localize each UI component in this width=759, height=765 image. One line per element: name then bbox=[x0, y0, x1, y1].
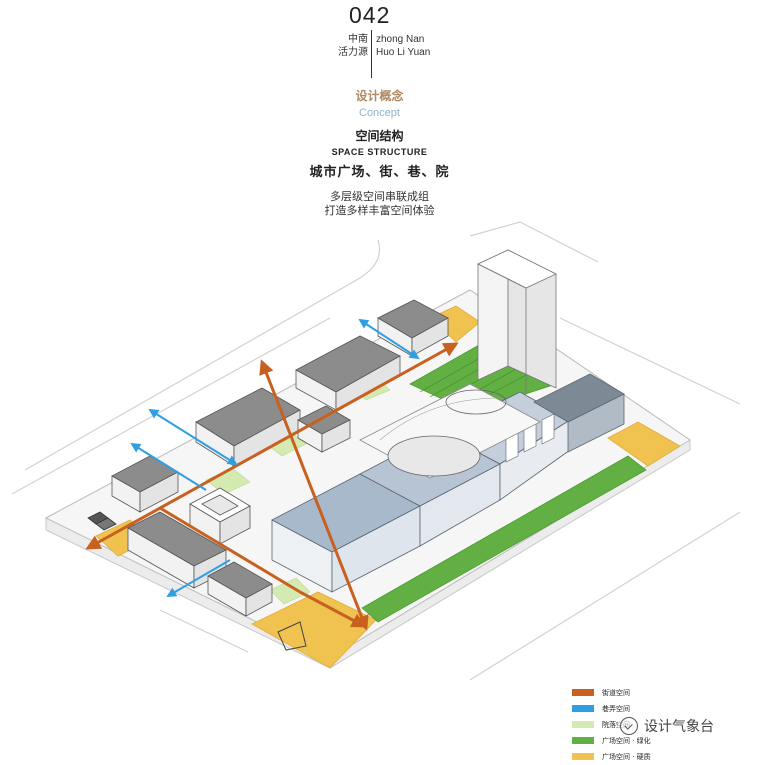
description-line2: 打造多样丰富空间体验 bbox=[324, 204, 435, 217]
lane-axis-1 bbox=[358, 318, 420, 360]
legend-item-courtyard: 院落空间 bbox=[572, 717, 651, 732]
sunken-court-oval bbox=[387, 435, 481, 477]
road-edge-south bbox=[469, 511, 741, 681]
legend-swatch bbox=[572, 753, 594, 760]
concept-title-en: Concept bbox=[359, 107, 400, 119]
title-divider bbox=[371, 30, 372, 78]
legend-item-hard-plaza: 广场空间 · 硬质 bbox=[572, 749, 651, 764]
road-edge-northwest bbox=[24, 239, 381, 471]
legend-item-lane: 巷弄空间 bbox=[572, 701, 651, 716]
lane-axis-3 bbox=[130, 442, 207, 491]
legend-item-green-plaza: 广场空间 · 绿化 bbox=[572, 733, 651, 748]
project-name-cn-line2: 活力源 bbox=[338, 47, 368, 58]
section-title-cn: 空间结构 bbox=[355, 129, 404, 143]
description: 多层级空间串联成组 打造多样丰富空间体验 bbox=[0, 190, 759, 218]
legend-label: 广场空间 · 硬质 bbox=[602, 752, 651, 761]
legend: 街道空间 巷弄空间 院落空间 广场空间 · 绿化 广场空间 · 硬质 bbox=[572, 685, 651, 765]
project-name-cn-line1: 中南 bbox=[348, 34, 368, 45]
east-facade-boxes bbox=[505, 413, 555, 463]
watermark: 设计气象台 bbox=[618, 716, 716, 736]
header: 042 中南 活力源 zhong Nan Huo Li Yuan 设计概念 Co… bbox=[0, 0, 759, 220]
green-strip-south bbox=[361, 455, 647, 623]
road-edge-north bbox=[469, 221, 599, 263]
project-name-en-line1: zhong Nan bbox=[376, 34, 425, 45]
lane-axes bbox=[130, 318, 420, 598]
tower bbox=[477, 249, 557, 394]
project-name-en: zhong Nan Huo Li Yuan bbox=[376, 33, 430, 59]
section-title-en: SPACE STRUCTURE bbox=[331, 147, 428, 157]
hard-plaza-east bbox=[607, 421, 681, 467]
street-axes bbox=[85, 342, 459, 631]
legend-label: 广场空间 · 绿化 bbox=[602, 736, 651, 745]
road-edge-east bbox=[559, 317, 741, 405]
lane-axis-2 bbox=[148, 408, 238, 466]
legend-label: 巷弄空间 bbox=[602, 704, 630, 713]
project-name-cn: 中南 活力源 bbox=[326, 33, 368, 59]
legend-item-street: 街道空间 bbox=[572, 685, 651, 700]
legend-swatch bbox=[572, 689, 594, 696]
legend-swatch bbox=[572, 705, 594, 712]
project-number: 042 bbox=[349, 2, 391, 28]
wechat-icon bbox=[620, 717, 638, 735]
description-line1: 多层级空间串联成组 bbox=[330, 190, 429, 203]
street-axis-south bbox=[159, 506, 301, 594]
watermark-text: 设计气象台 bbox=[644, 719, 714, 735]
project-name-en-line2: Huo Li Yuan bbox=[376, 47, 431, 58]
legend-swatch bbox=[572, 737, 594, 744]
legend-label: 院落空间 bbox=[602, 720, 630, 729]
legend-swatch bbox=[572, 721, 594, 728]
legend-label: 街道空间 bbox=[602, 688, 630, 697]
section-subtitle: 城市广场、街、巷、院 bbox=[309, 165, 450, 180]
street-axis-cross bbox=[259, 359, 369, 631]
concept-title-cn: 设计概念 bbox=[355, 89, 404, 103]
lane-axis-4 bbox=[166, 559, 231, 598]
